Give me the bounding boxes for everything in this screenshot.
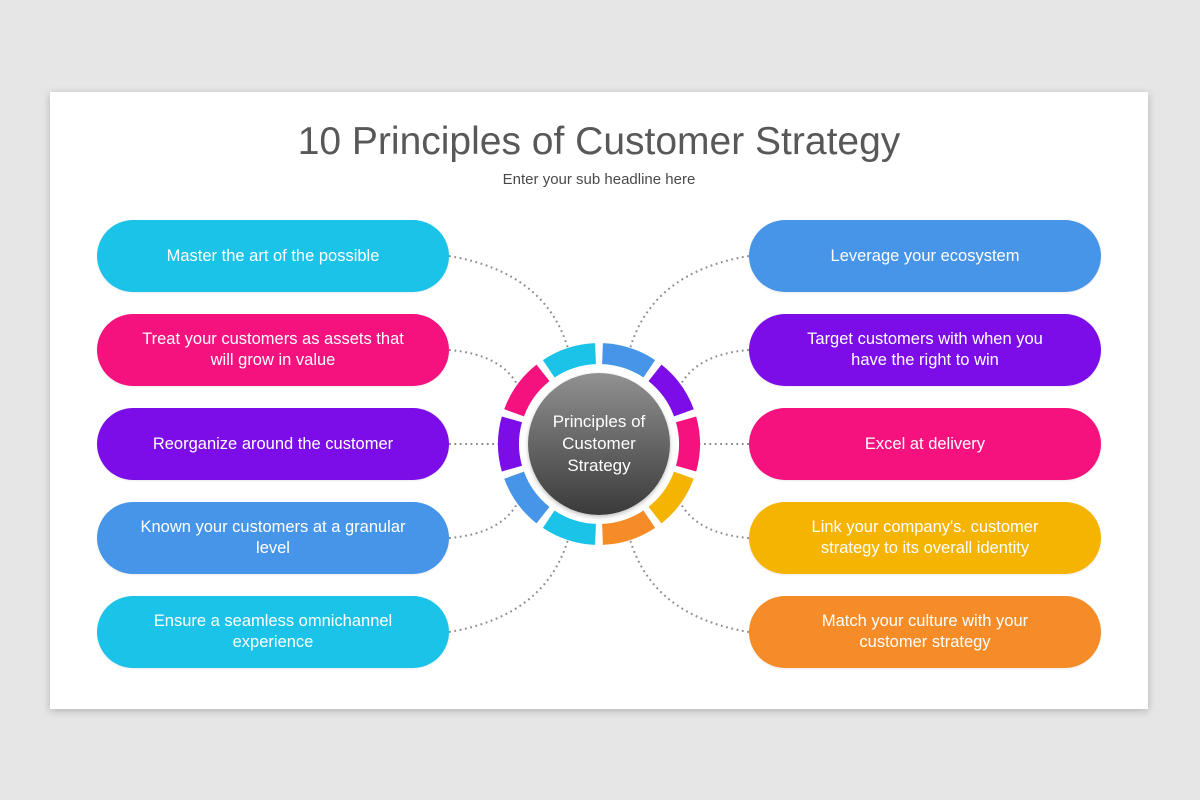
- ring-segment-1: [601, 343, 656, 378]
- principle-pill-left-5: Ensure a seamless omnichannel experience: [97, 596, 449, 668]
- principle-pill-left-4: Known your customers at a granular level: [97, 502, 449, 574]
- center-hub-circle: Principles of Customer Strategy: [528, 373, 670, 515]
- dotted-connector-right-5: [629, 539, 750, 633]
- dotted-connector-left-2: [448, 349, 519, 386]
- principle-pill-left-3: Reorganize around the customer: [97, 408, 449, 480]
- dotted-connector-right-4: [679, 502, 750, 539]
- ring-segment-5: [601, 510, 656, 545]
- ring-segment-10: [542, 343, 597, 378]
- dotted-connector-right-2: [679, 349, 750, 386]
- ring-segment-6: [542, 510, 597, 545]
- ring-segment-8: [498, 416, 523, 472]
- page-subtitle: Enter your sub headline here: [502, 171, 696, 188]
- page-title: 10 Principles of Customer Strategy: [297, 120, 901, 163]
- dotted-connector-right-1: [629, 255, 750, 349]
- dotted-connector-left-5: [448, 539, 569, 633]
- principle-pill-left-2: Treat your customers as assets that will…: [97, 314, 449, 386]
- principle-pill-right-3: Excel at delivery: [749, 408, 1101, 480]
- ring-segment-4: [648, 471, 694, 524]
- ring-segment-2: [648, 364, 694, 417]
- principle-pill-right-4: Link your company's. customer strategy t…: [749, 502, 1101, 574]
- ring-segment-3: [675, 416, 700, 472]
- ring-segment-9: [504, 364, 550, 417]
- principle-pill-right-1: Leverage your ecosystem: [749, 220, 1101, 292]
- dotted-connector-left-4: [448, 502, 519, 539]
- dotted-connector-left-1: [448, 255, 569, 349]
- principle-pill-right-5: Match your culture with your customer st…: [749, 596, 1101, 668]
- principle-pill-left-1: Master the art of the possible: [97, 220, 449, 292]
- ring-segment-7: [504, 471, 550, 524]
- principle-pill-right-2: Target customers with when you have the …: [749, 314, 1101, 386]
